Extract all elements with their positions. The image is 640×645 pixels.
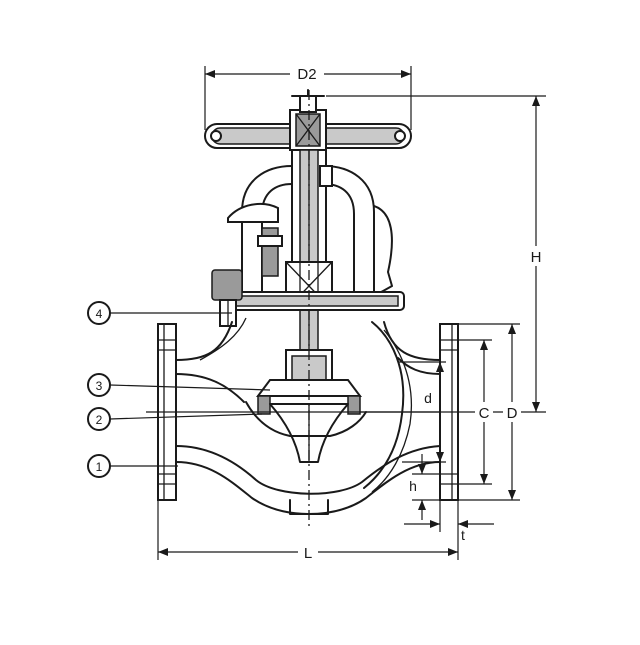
dimension-d: D bbox=[458, 323, 521, 501]
label-t: t bbox=[461, 527, 465, 543]
label-d: D bbox=[507, 405, 518, 422]
callout-3-label: 3 bbox=[96, 379, 103, 393]
label-small-d: d bbox=[424, 390, 432, 406]
callout-2: 2 bbox=[87, 407, 263, 431]
label-h: H bbox=[531, 249, 542, 266]
callout-1: 1 bbox=[87, 454, 178, 478]
callout-3: 3 bbox=[87, 373, 271, 397]
label-l: L bbox=[304, 545, 312, 562]
handwheel bbox=[204, 89, 412, 151]
label-c: C bbox=[479, 405, 490, 422]
center-lines bbox=[146, 90, 470, 530]
dimension-c: C bbox=[458, 339, 493, 485]
callout-4: 4 bbox=[87, 301, 232, 325]
callout-1-label: 1 bbox=[96, 460, 103, 474]
dimension-h: H bbox=[326, 95, 546, 413]
bonnet-yoke bbox=[211, 149, 405, 361]
label-d2: D2 bbox=[297, 66, 316, 83]
dimension-t: t bbox=[404, 500, 494, 543]
callout-2-label: 2 bbox=[96, 413, 103, 427]
dimension-d2: D2 bbox=[204, 64, 412, 130]
dimension-small-d: d bbox=[398, 361, 446, 463]
dimension-small-h: h bbox=[409, 454, 440, 520]
dimension-l: L bbox=[157, 500, 459, 562]
label-small-h: h bbox=[409, 478, 417, 494]
callout-4-label: 4 bbox=[96, 307, 103, 321]
